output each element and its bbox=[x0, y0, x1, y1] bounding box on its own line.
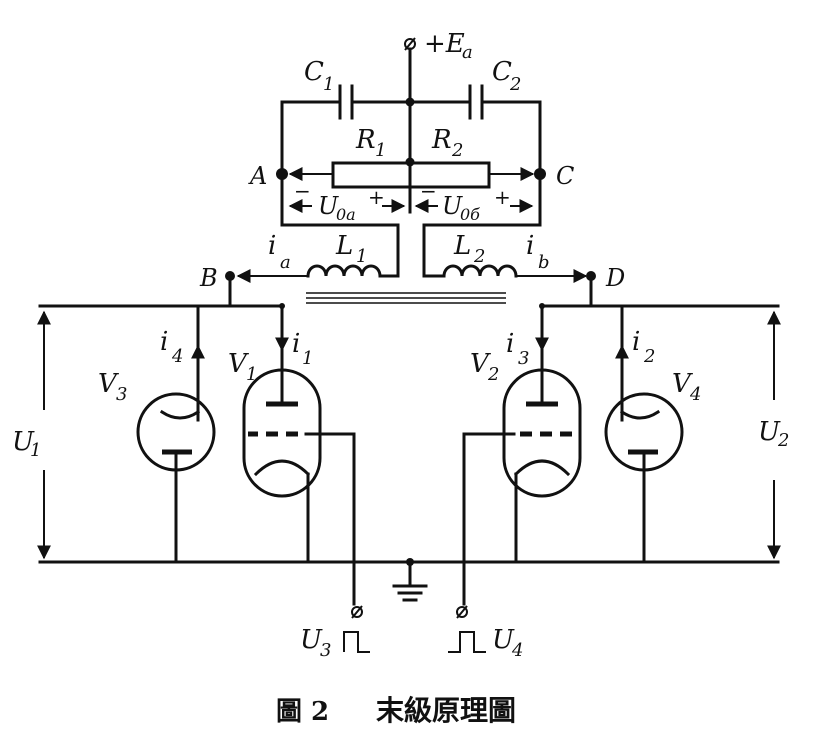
label-u4: U bbox=[492, 625, 515, 655]
label-ia-sub: a bbox=[280, 252, 291, 273]
label-l2-sub: 2 bbox=[473, 246, 485, 267]
transformer-core bbox=[306, 292, 506, 304]
junction-mid bbox=[405, 157, 415, 167]
label-u3: U bbox=[300, 625, 323, 655]
label-v1: V bbox=[228, 349, 249, 379]
label-v4-sub: 4 bbox=[689, 384, 701, 405]
junction-top bbox=[405, 97, 415, 107]
node-a-dot bbox=[276, 168, 288, 180]
bus-left-dot bbox=[279, 303, 285, 309]
inductor-l2 bbox=[442, 264, 588, 283]
label-u0a: U bbox=[318, 192, 339, 220]
label-r2-sub: 2 bbox=[451, 140, 463, 161]
label-c2: C bbox=[492, 57, 512, 87]
node-c-dot bbox=[534, 168, 546, 180]
label-i3: i bbox=[506, 329, 514, 359]
sign-plus-a: + bbox=[368, 185, 385, 209]
label-u4-sub: 4 bbox=[511, 640, 523, 661]
figure-title: 末級原理圖 bbox=[376, 694, 516, 727]
label-u0b-sub: 0б bbox=[460, 205, 480, 224]
label-l1: L bbox=[335, 231, 353, 261]
supply-terminal bbox=[404, 37, 416, 214]
label-i3-sub: 3 bbox=[518, 348, 529, 369]
figure-number: 圖 2 bbox=[276, 697, 329, 727]
label-c1-sub: 1 bbox=[323, 74, 334, 95]
label-i1-sub: 1 bbox=[302, 348, 313, 369]
ground-symbol bbox=[392, 558, 428, 602]
label-i1: i bbox=[292, 329, 300, 359]
label-i4-sub: 4 bbox=[171, 346, 183, 367]
label-r1: R bbox=[355, 125, 376, 155]
label-c2-sub: 2 bbox=[509, 74, 521, 95]
coil-feed-right bbox=[422, 223, 542, 278]
label-v1-sub: 1 bbox=[246, 364, 257, 385]
bus-right-dot bbox=[539, 303, 545, 309]
tube-v1 bbox=[242, 310, 356, 564]
label-u1: U bbox=[12, 427, 35, 457]
label-u2-sub: 2 bbox=[777, 430, 789, 451]
label-node-c: C bbox=[556, 162, 574, 190]
capacitor-c2 bbox=[408, 84, 542, 120]
input-terminal-u4 bbox=[448, 605, 486, 653]
label-ea-sub: a bbox=[462, 42, 473, 63]
label-v4: V bbox=[672, 369, 693, 399]
label-r1-sub: 1 bbox=[375, 140, 386, 161]
label-u0b: U bbox=[442, 192, 463, 220]
label-v3-sub: 3 bbox=[116, 384, 127, 405]
label-ea: +E bbox=[424, 29, 465, 59]
label-u3-sub: 3 bbox=[320, 640, 331, 661]
label-ia: i bbox=[268, 231, 276, 261]
label-ib-sub: b bbox=[538, 252, 550, 273]
tube-v2 bbox=[462, 310, 582, 564]
label-l2: L bbox=[453, 231, 471, 261]
label-v2: V bbox=[470, 349, 491, 379]
label-u2: U bbox=[758, 417, 781, 447]
label-v3: V bbox=[98, 369, 119, 399]
label-l1-sub: 1 bbox=[356, 246, 367, 267]
label-i4: i bbox=[160, 327, 168, 357]
label-node-b: B bbox=[199, 264, 218, 292]
label-u0a-sub: 0a bbox=[336, 205, 356, 224]
sign-plus-b: + bbox=[494, 185, 511, 209]
label-node-d: D bbox=[605, 264, 625, 292]
label-ib: i bbox=[526, 231, 534, 261]
label-i2-sub: 2 bbox=[643, 346, 655, 367]
label-node-a: A bbox=[248, 162, 267, 190]
label-r2: R bbox=[431, 125, 452, 155]
input-terminal-u3 bbox=[343, 605, 370, 653]
label-u1-sub: 1 bbox=[30, 440, 41, 461]
tube-v3 bbox=[136, 392, 216, 564]
label-c1: C bbox=[304, 57, 324, 87]
sign-minus-b: − bbox=[420, 179, 437, 203]
inductor-l1 bbox=[236, 264, 382, 283]
sign-minus-a: − bbox=[294, 179, 311, 203]
tube-v4 bbox=[604, 392, 684, 564]
label-i2: i bbox=[632, 327, 640, 357]
capacitor-c1 bbox=[280, 84, 412, 120]
coil-feed-left bbox=[280, 223, 400, 278]
label-v2-sub: 2 bbox=[487, 364, 499, 385]
